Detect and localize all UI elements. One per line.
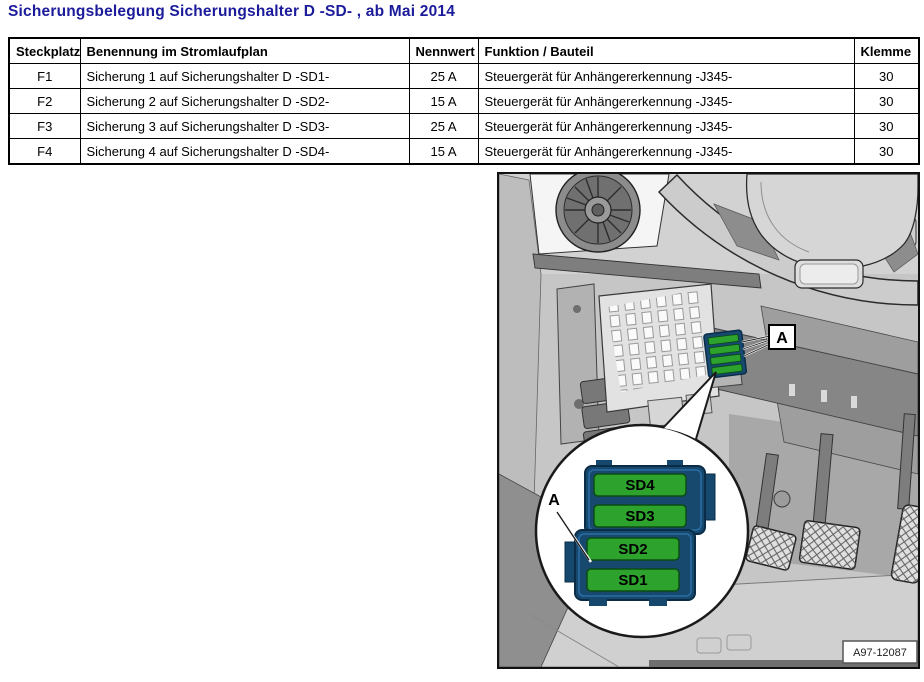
column-header-function: Funktion / Bauteil — [477, 37, 855, 64]
cell-terminal: 30 — [853, 138, 920, 165]
table-row: F4 Sicherung 4 auf Sicherungshalter D -S… — [8, 138, 920, 165]
cell-rating: 25 A — [408, 113, 479, 139]
cell-name: Sicherung 4 auf Sicherungshalter D -SD4- — [79, 138, 410, 165]
fuse-sd4-label: SD4 — [625, 477, 655, 494]
page-title: Sicherungsbelegung Sicherungshalter D -S… — [8, 3, 456, 20]
cell-function: Steuergerät für Anhängererkennung -J345- — [477, 113, 855, 139]
cell-slot: F4 — [8, 138, 81, 165]
accelerator-pedal — [890, 504, 918, 584]
cell-name: Sicherung 2 auf Sicherungshalter D -SD2- — [79, 88, 410, 114]
cell-name: Sicherung 1 auf Sicherungshalter D -SD1- — [79, 63, 410, 89]
fuse-holder-location — [703, 329, 748, 389]
table-row: F3 Sicherung 3 auf Sicherungshalter D -S… — [8, 113, 920, 139]
cell-function: Steuergerät für Anhängererkennung -J345- — [477, 138, 855, 165]
dashboard-illustration-svg: A SD4 SD3 — [499, 174, 918, 667]
fuse-box — [556, 283, 720, 453]
callout-a-label: A — [776, 330, 788, 347]
figure-code-label: A97-12087 — [853, 647, 907, 659]
cell-terminal: 30 — [853, 88, 920, 114]
table-row: F1 Sicherung 1 auf Sicherungshalter D -S… — [8, 63, 920, 89]
table-row: F2 Sicherung 2 auf Sicherungshalter D -S… — [8, 88, 920, 114]
magnifier-a-label: A — [548, 492, 560, 509]
column-header-name: Benennung im Stromlaufplan — [79, 37, 410, 64]
column-header-rating: Nennwert — [408, 37, 479, 64]
fuse-assignment-table: Steckplatz Benennung im Stromlaufplan Ne… — [8, 37, 920, 165]
cell-rating: 25 A — [408, 63, 479, 89]
callout-a: A — [741, 324, 796, 357]
magnifier-detail: SD4 SD3 SD2 SD1 A — [534, 371, 750, 639]
fuse-sd3: SD3 — [593, 504, 687, 528]
cell-function: Steuergerät für Anhängererkennung -J345- — [477, 88, 855, 114]
cell-terminal: 30 — [853, 113, 920, 139]
column-header-slot: Steckplatz — [8, 37, 81, 64]
cell-rating: 15 A — [408, 88, 479, 114]
table-header-row: Steckplatz Benennung im Stromlaufplan Ne… — [8, 37, 920, 64]
cell-slot: F3 — [8, 113, 81, 139]
fuse-sd3-label: SD3 — [625, 508, 654, 525]
cell-function: Steuergerät für Anhängererkennung -J345- — [477, 63, 855, 89]
cell-name: Sicherung 3 auf Sicherungshalter D -SD3- — [79, 113, 410, 139]
figure-code: A97-12087 — [842, 640, 918, 664]
location-illustration: A SD4 SD3 — [497, 172, 920, 669]
clutch-pedal — [745, 525, 797, 571]
brake-pedal — [798, 520, 861, 570]
column-header-terminal: Klemme — [853, 37, 920, 64]
cell-terminal: 30 — [853, 63, 920, 89]
cell-slot: F2 — [8, 88, 81, 114]
air-vent — [529, 174, 670, 255]
fuse-sd1-label: SD1 — [618, 572, 647, 589]
fuse-sd2-label: SD2 — [618, 541, 647, 558]
cell-slot: F1 — [8, 63, 81, 89]
fuse-sd1: SD1 — [586, 568, 680, 592]
cell-rating: 15 A — [408, 138, 479, 165]
fuse-sd2: SD2 — [586, 537, 680, 561]
fuse-sd4: SD4 — [593, 473, 687, 497]
pedal-area — [703, 325, 918, 584]
